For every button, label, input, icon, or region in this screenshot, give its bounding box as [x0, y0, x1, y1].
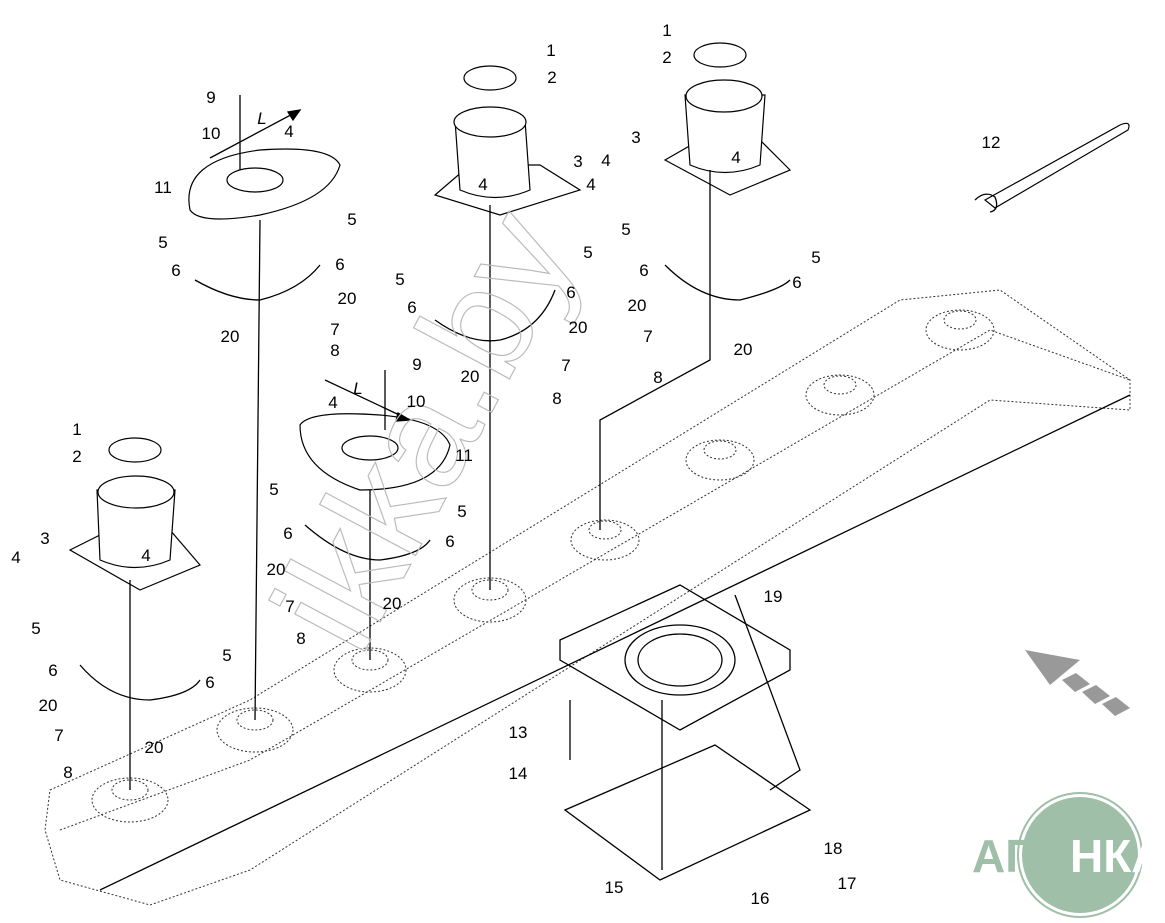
callout-label: 14 [509, 764, 528, 783]
callout-label: 6 [283, 524, 292, 543]
callout-label: 5 [222, 646, 231, 665]
disc-hubs [91, 309, 995, 823]
watermark: ikka.by [240, 184, 608, 675]
callout-label: 3 [573, 152, 582, 171]
callout-label: 4 [731, 148, 740, 167]
callout-label: 2 [662, 48, 671, 67]
callout-label: 17 [838, 874, 857, 893]
callout-label: 6 [335, 255, 344, 274]
callout-label: 2 [547, 68, 556, 87]
callout-label: 11 [154, 178, 172, 197]
callout-label: 4 [586, 175, 595, 194]
cutter-discs [188, 148, 451, 491]
callout-label: 20 [569, 318, 588, 337]
callout-label: 11 [455, 446, 473, 465]
callout-label: 8 [552, 389, 561, 408]
callout-label: 20 [145, 738, 164, 757]
callout-label: 4 [328, 393, 337, 412]
callout-label: 13 [509, 723, 528, 742]
dimension-label: L [353, 379, 362, 398]
callout-label: 3 [40, 529, 49, 548]
callout-label: 20 [338, 289, 357, 308]
callout-label: 20 [628, 296, 647, 315]
callout-label: 12 [982, 133, 1001, 152]
callout-label: 20 [461, 367, 480, 386]
guard-plate [563, 744, 812, 881]
callout-label: 20 [383, 594, 402, 613]
svg-text:АГРО: АГРО [972, 830, 1097, 882]
callout-label: 5 [347, 210, 356, 229]
callout-label: 5 [158, 233, 167, 252]
callout-label: 4 [141, 546, 150, 565]
dimension-label: L [257, 109, 266, 128]
spanner-tool [974, 122, 1130, 213]
callout-label: 5 [811, 248, 820, 267]
callout-label: 3 [631, 128, 640, 147]
callout-label: 10 [202, 124, 221, 143]
direction-arrow [1025, 650, 1130, 716]
callout-label: 6 [792, 273, 801, 292]
callout-label: 2 [72, 447, 81, 466]
callout-label: 8 [63, 763, 72, 782]
callout-label: 20 [267, 560, 286, 579]
callout-label: 7 [285, 597, 294, 616]
gearbox-plate [559, 584, 791, 731]
cutter-bar-beam [44, 289, 1131, 906]
callout-label: 4 [284, 122, 293, 141]
callout-label: 4 [478, 175, 487, 194]
callout-label: 9 [412, 355, 421, 374]
callout-label: 5 [395, 270, 404, 289]
callout-label: 10 [407, 392, 426, 411]
callout-label: 20 [221, 327, 240, 346]
callout-label: 5 [31, 619, 40, 638]
callout-label: 5 [583, 243, 592, 262]
callout-label: 15 [605, 878, 624, 897]
callout-label: 16 [751, 889, 770, 908]
callout-label: 5 [621, 220, 630, 239]
callout-label: 19 [764, 587, 783, 606]
callout-label: 6 [48, 661, 57, 680]
callout-label: 5 [269, 480, 278, 499]
blade-holders [79, 264, 791, 701]
callout-label: 8 [330, 341, 339, 360]
callout-label: 9 [206, 88, 215, 107]
callout-label: 8 [653, 368, 662, 387]
svg-text:НКА: НКА [1070, 830, 1165, 882]
rotor-housings [68, 42, 792, 591]
callout-label: 20 [734, 340, 753, 359]
callout-label: 1 [72, 420, 81, 439]
agronka-logo: АГРО НКА [972, 792, 1165, 918]
callout-label: 4 [601, 151, 610, 170]
callout-label: 7 [54, 726, 63, 745]
callout-label: 6 [445, 532, 454, 551]
callout-label: 6 [171, 261, 180, 280]
callout-label: 7 [643, 327, 652, 346]
callout-label: 6 [566, 283, 575, 302]
callout-label: 6 [407, 298, 416, 317]
callout-label: 1 [546, 41, 555, 60]
callout-label: 7 [330, 320, 339, 339]
callout-label: 4 [11, 548, 20, 567]
callout-label: 6 [205, 673, 214, 692]
assembly-lines [129, 95, 801, 870]
callout-label: 7 [561, 356, 570, 375]
callout-label: 1 [662, 21, 671, 40]
dimension-arrows [209, 109, 413, 422]
callout-label: 6 [639, 261, 648, 280]
callout-label: 20 [39, 696, 58, 715]
callout-label: 5 [457, 502, 466, 521]
callout-label: 8 [296, 629, 305, 648]
callout-label: 18 [824, 839, 843, 858]
